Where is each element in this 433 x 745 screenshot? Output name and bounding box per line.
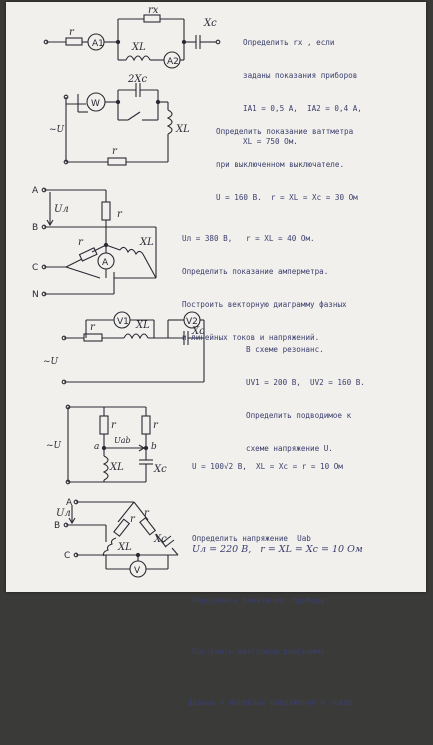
problem-5-line-2: Определить напряжение Uab [192,534,311,543]
c3-label-r1: r [117,209,123,220]
c3-label-n: N [32,290,39,300]
c3-label-ul: Uл [54,204,69,215]
c5-label-xl: XL [109,462,124,473]
c3-label-xl: XL [139,237,154,248]
c5-label-u: ~U [46,441,62,451]
problem-2-line-3: U = 160 В. r = XL = Xc = 30 Ом [216,193,358,202]
c4-voltmeter-v1: V1 [117,317,129,327]
c5-label-b: b [151,442,157,452]
problem-4-line-4: схеме напряжение U. [246,444,333,453]
c6-label-a: A [66,498,73,508]
c4-label-xc: Xc [191,326,205,337]
problem-5-line-1: U = 100√2 В, XL = Xc = r = 10 Ом [192,462,343,471]
c6-label-c: C [64,551,70,561]
c4-label-u: ~U [43,357,59,367]
circuit-1: r A1 rx XL A2 Xc [43,5,221,69]
c6-label-xc: Xc [153,534,167,545]
c6-label-b: B [54,521,60,531]
problem-6-line-1: Uл = 220 В, r = XL = Xc = 10 Ом [192,544,363,555]
c2-label-r: r [112,146,118,157]
c1-label-xc: Xc [203,18,217,29]
problem-4-line-3: Определить подводимое к [246,411,352,420]
problem-1-line-1: Определить rx , если [243,38,335,47]
c3-ammeter: A [102,258,109,268]
problem-1-line-2: заданы показания приборов [243,71,358,80]
problem-3-line-3: Построить векторную диаграмму фазных [182,300,347,309]
problem-3-line-4: и линейных токов и напряжений. [182,333,320,342]
problem-4-line-1: В схеме резонанс. [246,345,324,354]
c1-label-rx: rx [148,5,159,16]
problem-4-line-2: UV1 = 200 В, UV2 = 160 В. [246,378,365,387]
c2-label-xl: XL [175,124,190,135]
problem-1-text: Определить rx , если заданы показания пр… [243,15,362,169]
c3-label-a: A [32,186,39,196]
c5-label-uab: Uab [114,436,131,445]
problem-1-line-3: IA1 = 0,5 A, IA2 = 0,4 A, [243,104,362,113]
worksheet-page: r A1 rx XL A2 Xc [6,2,426,707]
c2-wattmeter: W [91,99,100,109]
c3-label-c: C [32,263,38,273]
problem-6-line-3: Построить векторную диаграмму [192,647,325,656]
problem-3-line-2: Определить показание амперметра. [182,267,329,276]
circuit-2: ~U W 2Xc XL [49,74,190,166]
circuit-4: ~U r XL Xc V1 V2 [43,311,205,385]
c2-label-2xc: 2Xc [127,74,147,85]
circuit-diagrams: r A1 rx XL A2 Xc [32,5,221,578]
c3-label-b: B [32,223,38,233]
problem-1-line-4: XL = 750 Ом. [243,137,298,146]
circuit-5: ~U r a XL r b Xc Uab [46,404,167,485]
c4-label-xl: XL [135,320,150,331]
c2-label-u: ~U [49,125,65,135]
problem-2-line-1: Определить показание ваттметра [216,127,354,136]
problem-2-text: Определить показание ваттметра при выклю… [216,104,358,225]
c4-label-r: r [90,322,96,333]
c5-label-xc: Xc [153,464,167,475]
problem-3-line-1: Uл = 380 В, r = XL = 40 Ом. [182,234,315,243]
c5-label-a: a [94,442,99,452]
problem-5-text: U = 100√2 В, XL = Xc = r = 10 Ом Определ… [192,407,343,599]
c4-voltmeter-v2: V2 [186,317,198,327]
c6-voltmeter: V [134,566,141,576]
problem-2-line-2: при выключенном выключателе. [216,160,345,169]
circuit-6: A B C Uл r XL r Xc [54,498,179,578]
c1-ammeter-a2: A2 [167,57,179,67]
problem-4-text: В схеме резонанс. UV1 = 200 В, UV2 = 160… [246,322,365,476]
c6-label-ul: Uл [56,508,71,519]
problem-6-text: Uл = 220 В, r = XL = Xc = 10 Ом Определи… [188,507,363,745]
c5-label-r1: r [111,420,117,431]
problem-6-line-4: фазных и линейных напряжений и токов. [188,698,358,707]
c1-label-r: r [69,27,75,38]
c5-label-r2: r [153,420,159,431]
problem-3-text: Uл = 380 В, r = XL = 40 Ом. Определить п… [182,211,347,365]
c1-label-xl: XL [131,42,146,53]
problem-6-line-2: Определить показание прибора. [192,596,330,605]
c3-label-r2: r [78,237,84,248]
c1-ammeter-a1: A1 [92,39,104,49]
circuit-3: A B C N Uл r r XL [32,186,157,300]
c6-label-xl: XL [117,542,132,553]
c6-label-r2: r [144,508,150,519]
c6-label-r1: r [130,514,136,525]
